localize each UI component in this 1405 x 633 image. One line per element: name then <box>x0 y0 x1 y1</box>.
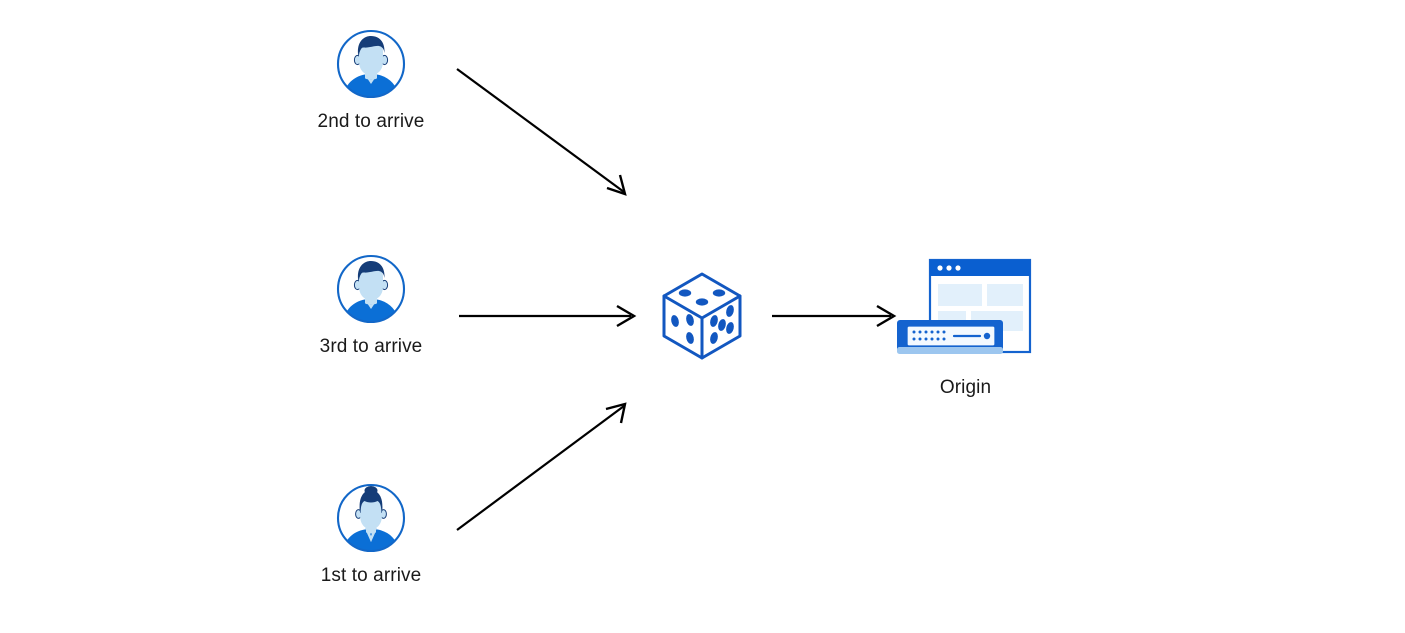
node-label-origin: Origin <box>939 377 992 398</box>
user-avatar-icon <box>335 482 407 554</box>
arrow-1st-to-dice <box>456 402 627 531</box>
node-randomizer[interactable] <box>652 264 752 364</box>
node-origin[interactable]: Origin <box>893 258 1038 399</box>
node-client-3rd[interactable]: 3rd to arrive <box>306 253 436 358</box>
origin-server-icon <box>893 258 1038 368</box>
user-avatar-icon <box>335 253 407 325</box>
node-label-client-1st: 1st to arrive <box>320 565 422 586</box>
arrow-2nd-to-dice <box>456 68 627 196</box>
node-label-client-2nd: 2nd to arrive <box>317 111 425 132</box>
user-avatar-icon <box>335 28 407 100</box>
dice-icon <box>652 264 752 364</box>
node-label-client-3rd: 3rd to arrive <box>319 336 423 357</box>
node-client-1st[interactable]: 1st to arrive <box>306 482 436 587</box>
node-client-2nd[interactable]: 2nd to arrive <box>306 28 436 133</box>
arrow-3rd-to-dice <box>459 304 637 328</box>
arrow-dice-to-origin <box>772 304 897 328</box>
